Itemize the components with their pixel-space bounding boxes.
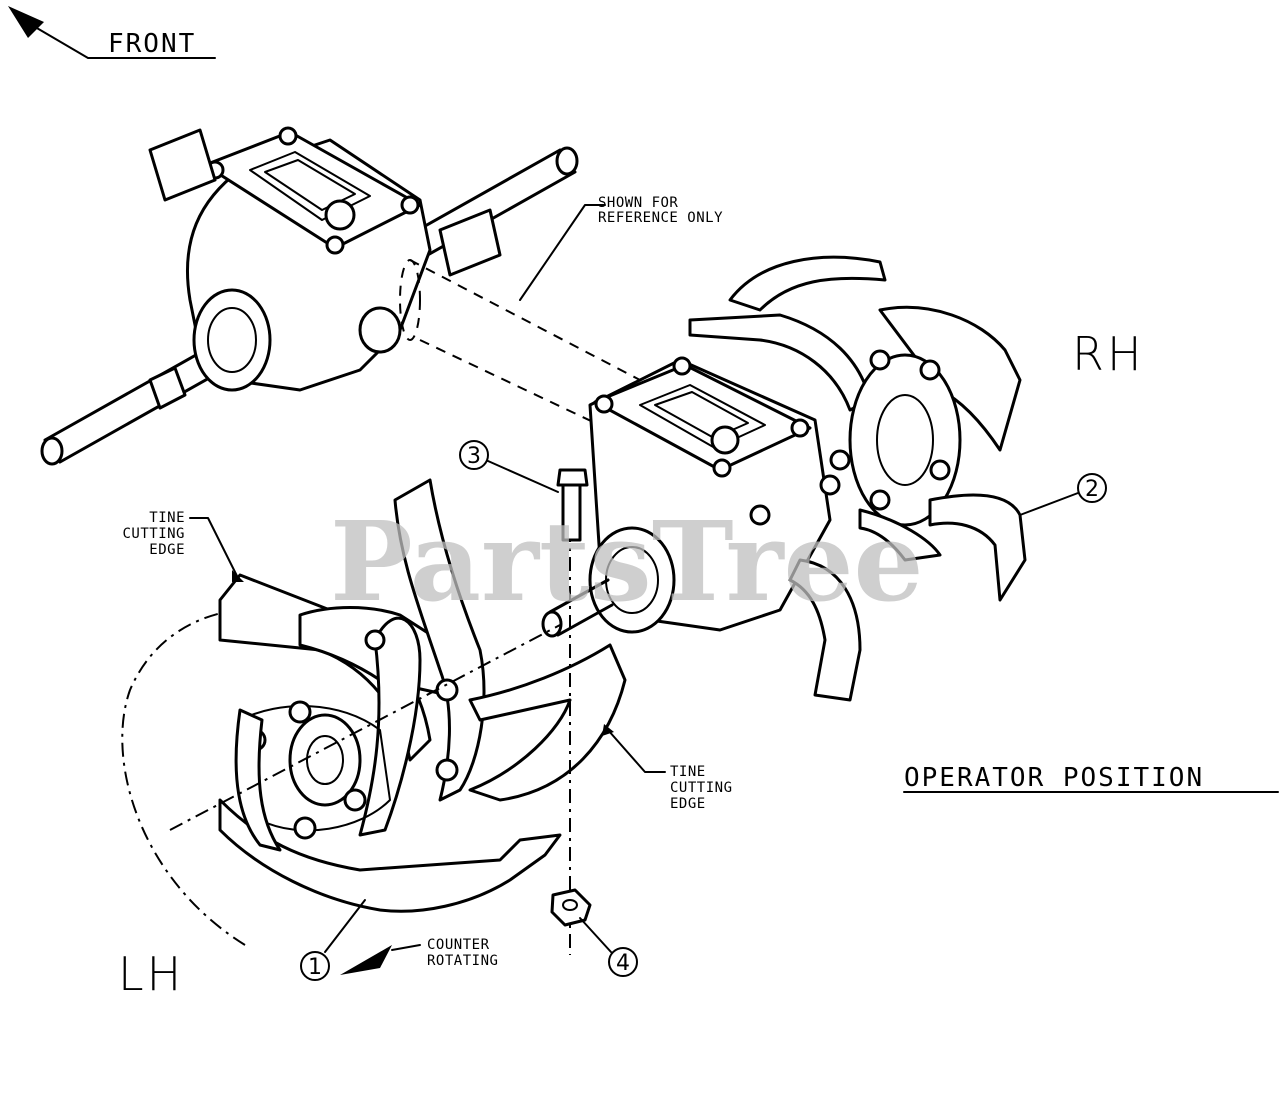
callout-3[interactable]: 3: [459, 440, 559, 493]
callout-2-number: 2: [1085, 477, 1099, 502]
counter-rotating-line2: ROTATING: [427, 953, 498, 969]
nut-part: [550, 888, 592, 927]
callout-4-number: 4: [616, 951, 630, 976]
counter-rotating-arrow-icon: [340, 945, 392, 975]
front-arrow-icon: [8, 6, 44, 38]
front-label: FRONT: [108, 29, 196, 59]
callout-1-number: 1: [308, 955, 322, 980]
front-indicator: FRONT: [8, 6, 216, 59]
callout-1[interactable]: 1: [300, 899, 366, 981]
tine-edge-left-line3: EDGE: [149, 542, 185, 558]
rear-transmission-reference: [40, 126, 579, 466]
operator-position-label: OPERATOR POSITION: [904, 763, 1204, 793]
tine-edge-left-line1: TINE: [149, 510, 185, 526]
tine-edge-right-line3: EDGE: [670, 796, 706, 812]
operator-position: OPERATOR POSITION: [903, 763, 1279, 793]
tiller-gearbox: [541, 356, 851, 638]
lh-label: LH: [118, 947, 184, 1001]
callout-4[interactable]: 4: [579, 917, 638, 977]
tine-edge-right-line2: CUTTING: [670, 780, 733, 796]
counter-rotating-note: COUNTER ROTATING: [340, 937, 498, 975]
watermark: PartsTree: [330, 497, 924, 626]
front-leader-line: [29, 23, 216, 59]
tine-edge-left-line2: CUTTING: [122, 526, 185, 542]
center-axis-lines: [169, 470, 571, 955]
right-tine-assembly: [688, 255, 1027, 702]
tine-cutting-edge-left-note: TINE CUTTING EDGE: [122, 510, 244, 582]
tine-cutting-edge-right-note: TINE CUTTING EDGE: [602, 724, 733, 812]
callout-2[interactable]: 2: [1019, 473, 1107, 516]
reference-tube-outline: [399, 259, 641, 431]
bolt-part: [556, 468, 589, 542]
rh-label: RH: [1072, 327, 1145, 381]
callout-3-number: 3: [467, 444, 481, 469]
left-tine-assembly: [121, 478, 627, 946]
reference-note-line1: SHOWN FOR: [598, 195, 678, 211]
tine-edge-right-line1: TINE: [670, 764, 706, 780]
reference-note: SHOWN FOR REFERENCE ONLY: [519, 195, 723, 301]
counter-rotating-line1: COUNTER: [427, 937, 490, 953]
reference-note-line2: REFERENCE ONLY: [598, 210, 723, 226]
